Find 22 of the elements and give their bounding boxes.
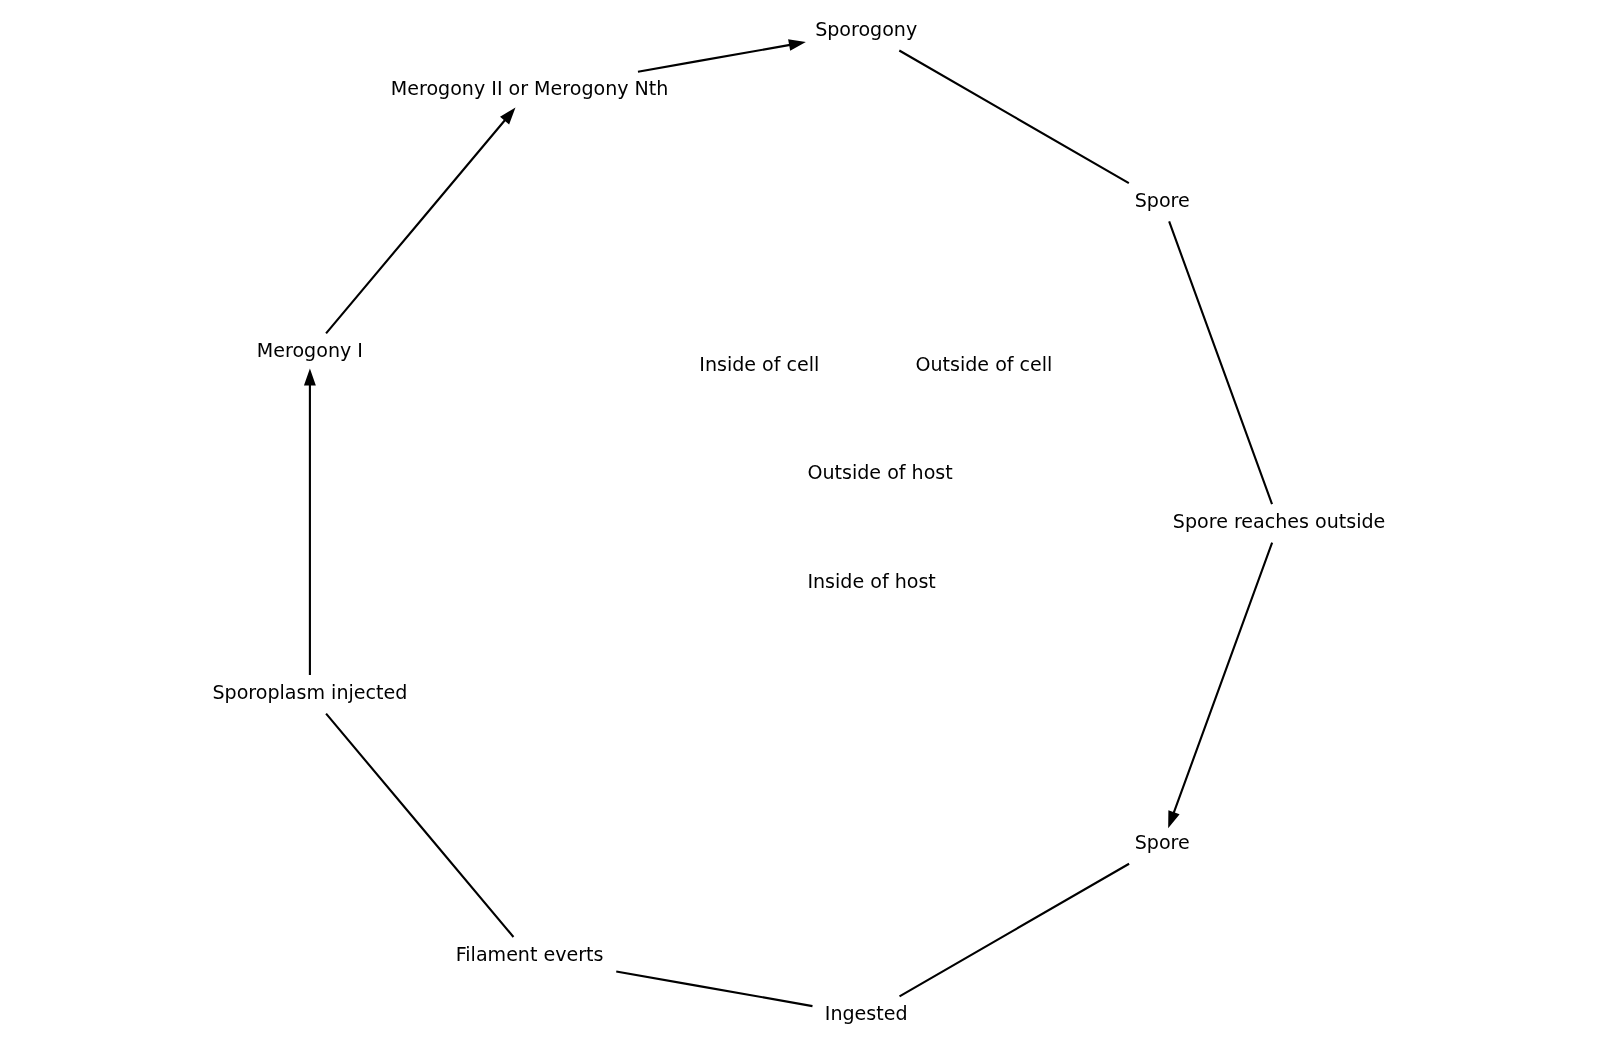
connector: [616, 970, 813, 1008]
connector: [1168, 221, 1273, 505]
node-text: Sporogony: [815, 18, 918, 41]
node-text: Sporoplasm injected: [212, 681, 408, 704]
node-text: Spore: [1134, 188, 1190, 211]
label: Outside of cell: [915, 353, 1053, 376]
arrow: [325, 107, 516, 335]
label: Outside of host: [807, 461, 953, 484]
node-text: Spore reaches outside: [1172, 510, 1386, 533]
connector: [325, 713, 515, 938]
connector: [899, 862, 1130, 998]
node-text: Filament everts: [455, 942, 604, 965]
node-text: Merogony II or Merogony Nth: [390, 77, 669, 100]
arrow: [303, 368, 316, 676]
label: Inside of host: [807, 569, 936, 592]
connector: [898, 49, 1130, 184]
label: Inside of cell: [699, 353, 820, 376]
node-text: Merogony I: [256, 339, 363, 362]
node-text: Ingested: [824, 1002, 908, 1025]
arrow: [1168, 542, 1274, 829]
node-text: Spore: [1134, 831, 1190, 854]
arrow: [637, 39, 806, 73]
